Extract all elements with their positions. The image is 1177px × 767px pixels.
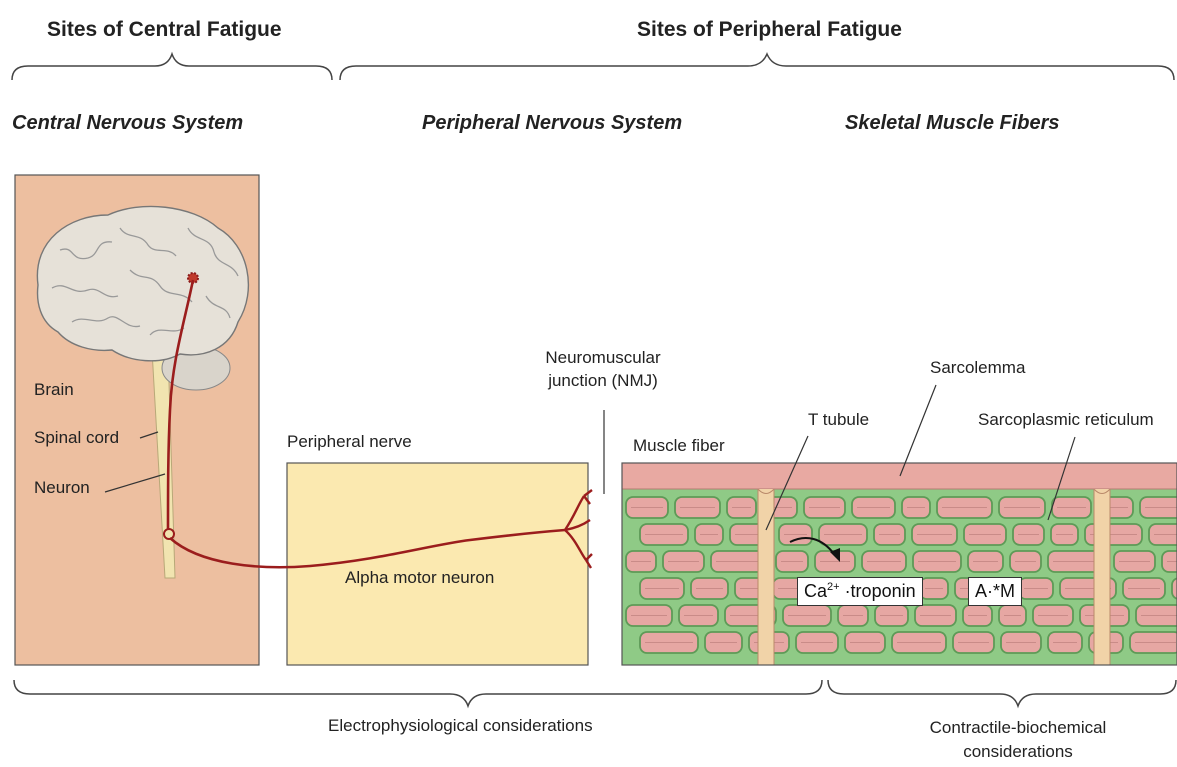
motor-neuron-cell-body <box>164 529 174 539</box>
peripheral-nerve-label: Peripheral nerve <box>287 432 412 452</box>
muscle-title: Skeletal Muscle Fibers <box>845 112 1060 135</box>
brain <box>37 206 248 360</box>
troponin-label: ·troponin <box>840 581 916 601</box>
t-tubule <box>1094 488 1110 668</box>
peripheral-fatigue-brace <box>340 54 1174 80</box>
cns-title: Central Nervous System <box>12 112 243 135</box>
nmj-label-line2: junction (NMJ) <box>548 371 658 390</box>
central-fatigue-brace <box>12 54 332 80</box>
electrophysiological-label: Electrophysiological considerations <box>328 716 593 736</box>
nmj-label-line1: Neuromuscular <box>545 348 660 367</box>
actomyosin-box: A·*M <box>968 577 1022 606</box>
nmj-label: Neuromuscular junction (NMJ) <box>523 346 683 392</box>
pns-title: Peripheral Nervous System <box>422 112 682 135</box>
contractile-biochemical-label: Contractile-biochemical considerations <box>898 716 1138 764</box>
calcium-troponin-box: Ca2+ ·troponin <box>797 577 923 606</box>
t-tubule-label: T tubule <box>808 410 869 430</box>
t-tubule <box>758 488 774 668</box>
calcium-label: Ca <box>804 581 827 601</box>
contractile-biochemical-line1: Contractile-biochemical <box>930 718 1107 737</box>
contractile-biochemical-line2: considerations <box>963 742 1073 761</box>
central-fatigue-header: Sites of Central Fatigue <box>47 18 282 42</box>
sarcolemma-pointer <box>900 385 936 476</box>
sarcolemma-label: Sarcolemma <box>930 358 1025 378</box>
myofibril-segment <box>1172 578 1177 599</box>
electrophysiological-brace <box>14 680 822 706</box>
calcium-charge: 2+ <box>827 581 840 593</box>
brain-label: Brain <box>34 380 74 400</box>
alpha-motor-neuron-label: Alpha motor neuron <box>345 568 494 588</box>
peripheral-fatigue-header: Sites of Peripheral Fatigue <box>637 18 902 42</box>
muscle-fiber-label: Muscle fiber <box>633 436 725 456</box>
contractile-biochemical-brace <box>828 680 1176 706</box>
spinal-cord-label: Spinal cord <box>34 428 119 448</box>
sarcolemma <box>622 463 1177 489</box>
neuron-label: Neuron <box>34 478 90 498</box>
sarcoplasmic-reticulum-label: Sarcoplasmic reticulum <box>978 410 1177 430</box>
